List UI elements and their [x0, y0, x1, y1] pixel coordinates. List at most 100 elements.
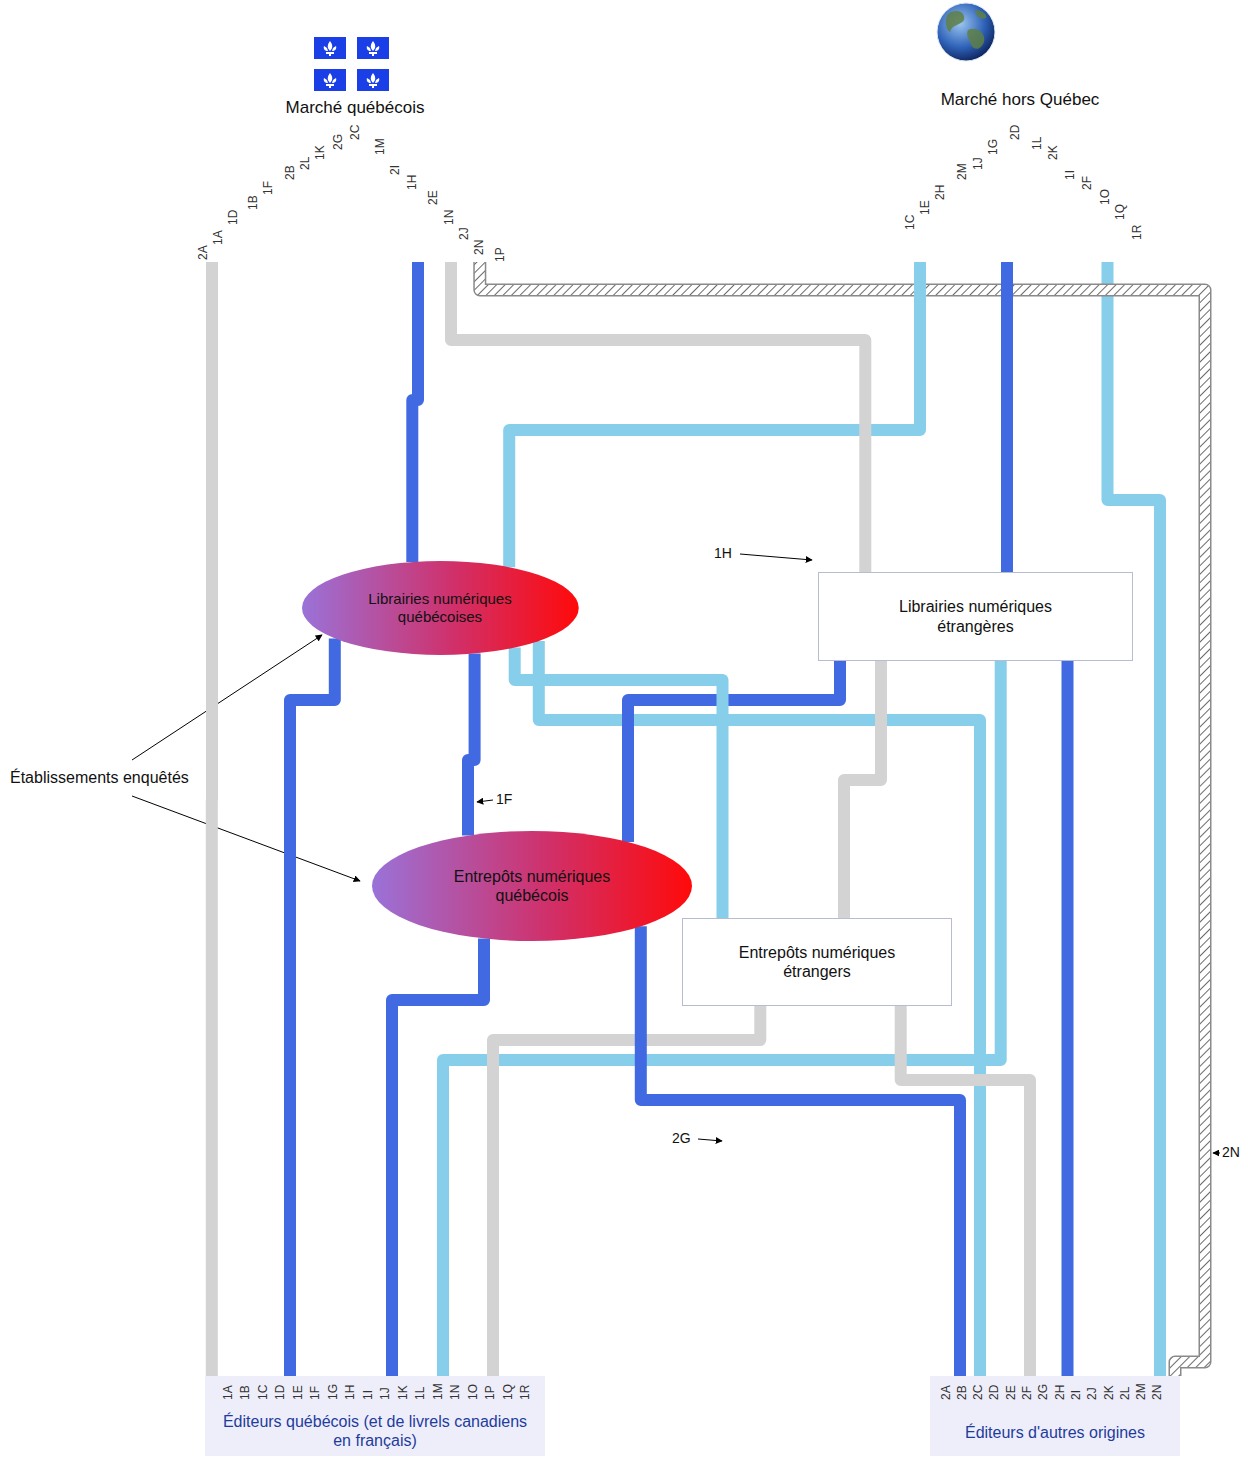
flow-band [290, 639, 335, 1377]
flow-band-path [1001, 262, 1013, 572]
surveyed-ellipse: Entrepôts numériques québécois [372, 831, 692, 941]
flow-code: 1E [919, 200, 932, 215]
flow-code: 1K [397, 1385, 410, 1400]
flow-band [1067, 661, 1068, 1376]
flow-band [493, 1006, 760, 1376]
node-text: Entrepôts numériques québécois [432, 867, 632, 905]
flow-code: 2H [1054, 1385, 1067, 1400]
flow-code: 2C [349, 125, 362, 140]
node-text: Marché hors Québec [941, 90, 1100, 110]
flow-code: 2N [473, 240, 486, 255]
flow-code: 1G [327, 1384, 340, 1400]
flow-code: 2C [972, 1385, 985, 1400]
flow-code: 2J [458, 227, 471, 240]
flow-code: 1Q [502, 1384, 515, 1400]
flow-band [451, 262, 865, 572]
flow-code: 1Q [1114, 204, 1127, 220]
flow-band-path [468, 653, 475, 835]
globe-icon [937, 3, 995, 61]
callout-number: 1F [496, 791, 512, 808]
flow-code: 2M [956, 163, 969, 180]
flow-band [468, 653, 475, 835]
flow-code: 2E [427, 190, 440, 205]
flow-code: 1R [519, 1385, 532, 1400]
annotation-label: Établissements enquêtés [8, 768, 191, 787]
flow-code: 1H [344, 1385, 357, 1400]
flow-code: 1J [972, 157, 985, 170]
flow-band [901, 1006, 1030, 1376]
flow-code: 1J [379, 1387, 392, 1400]
flow-code: 1F [262, 181, 275, 195]
flow-band-path [1062, 661, 1074, 1376]
flow-code: 1D [274, 1385, 287, 1400]
flow-code: 1L [414, 1387, 427, 1400]
flow-code: 2A [940, 1385, 953, 1400]
flow-band-path [412, 262, 418, 562]
flow-band [480, 262, 1205, 1376]
flow-code: 2L [299, 157, 312, 170]
flow-code: 1P [484, 1385, 497, 1400]
flow-code: 2B [956, 1385, 969, 1400]
flow-code: 2D [988, 1385, 1001, 1400]
process-box: Librairies numériques étrangères [818, 572, 1133, 661]
flow-code: 1P [494, 247, 507, 262]
node-text: Éditeurs d'autres origines [965, 1423, 1145, 1442]
flow-code: 2J [1086, 1387, 1099, 1400]
callout-number: 2G [672, 1130, 691, 1147]
flow-code: 2B [284, 165, 297, 180]
flow-band [628, 661, 840, 842]
flow-code: 1M [374, 138, 387, 155]
flow-band-path [1108, 262, 1161, 1376]
flow-band-path [539, 641, 980, 1376]
flow-band-path [480, 262, 1205, 1376]
flow-code: 2K [1103, 1385, 1116, 1400]
flow-code: 1N [443, 210, 456, 225]
flow-code: 2I [389, 165, 402, 175]
flow-band-path [901, 1006, 1030, 1376]
flow-band [211, 262, 212, 1376]
flow-band-path [509, 262, 920, 567]
process-box: Entrepôts numériques étrangers [682, 918, 952, 1006]
flow-band [412, 262, 418, 562]
flow-code: 2D [1009, 125, 1022, 140]
flow-band-path [451, 262, 865, 572]
market-node: Marché québécois [195, 22, 515, 262]
flow-band-path [493, 1006, 760, 1376]
surveyed-ellipse: Librairies numériques québécoises [302, 561, 579, 655]
flow-code: 1M [432, 1383, 445, 1400]
flow-code: 1I [1064, 170, 1077, 180]
flow-band-path [844, 661, 881, 918]
flow-code: 1A [212, 230, 225, 245]
node-text: Entrepôts numériques étrangers [722, 943, 912, 981]
ellipse-shape [372, 831, 692, 941]
flow-code: 1F [309, 1386, 322, 1400]
flow-code: 1A [222, 1385, 235, 1400]
flow-code: 1C [257, 1385, 270, 1400]
flow-band-path [290, 639, 335, 1377]
flow-code: 1B [247, 195, 260, 210]
flow-code: 1O [1099, 189, 1112, 205]
flow-code: 1C [904, 215, 917, 230]
flow-code: 2G [332, 134, 345, 150]
flow-code: 2H [934, 185, 947, 200]
flow-band-path [628, 661, 840, 842]
flow-code: 2N [1151, 1385, 1164, 1400]
flow-code: 2F [1081, 176, 1094, 190]
flow-band [509, 262, 920, 567]
ellipse-outline [372, 831, 692, 941]
flow-code: 1R [1131, 225, 1144, 240]
callout-arrow [698, 1139, 722, 1141]
flow-band [844, 661, 881, 918]
flow-code: 1H [406, 175, 419, 190]
flow-code: 1N [449, 1385, 462, 1400]
callout-arrow [477, 800, 493, 802]
callout-arrow [740, 554, 812, 560]
node-text: Marché québécois [286, 98, 425, 118]
flow-code: 1K [314, 145, 327, 160]
flow-code: 2F [1021, 1386, 1034, 1400]
flow-code: 2I [1070, 1390, 1083, 1400]
flow-code: 1G [987, 139, 1000, 155]
flow-code: 1E [292, 1385, 305, 1400]
